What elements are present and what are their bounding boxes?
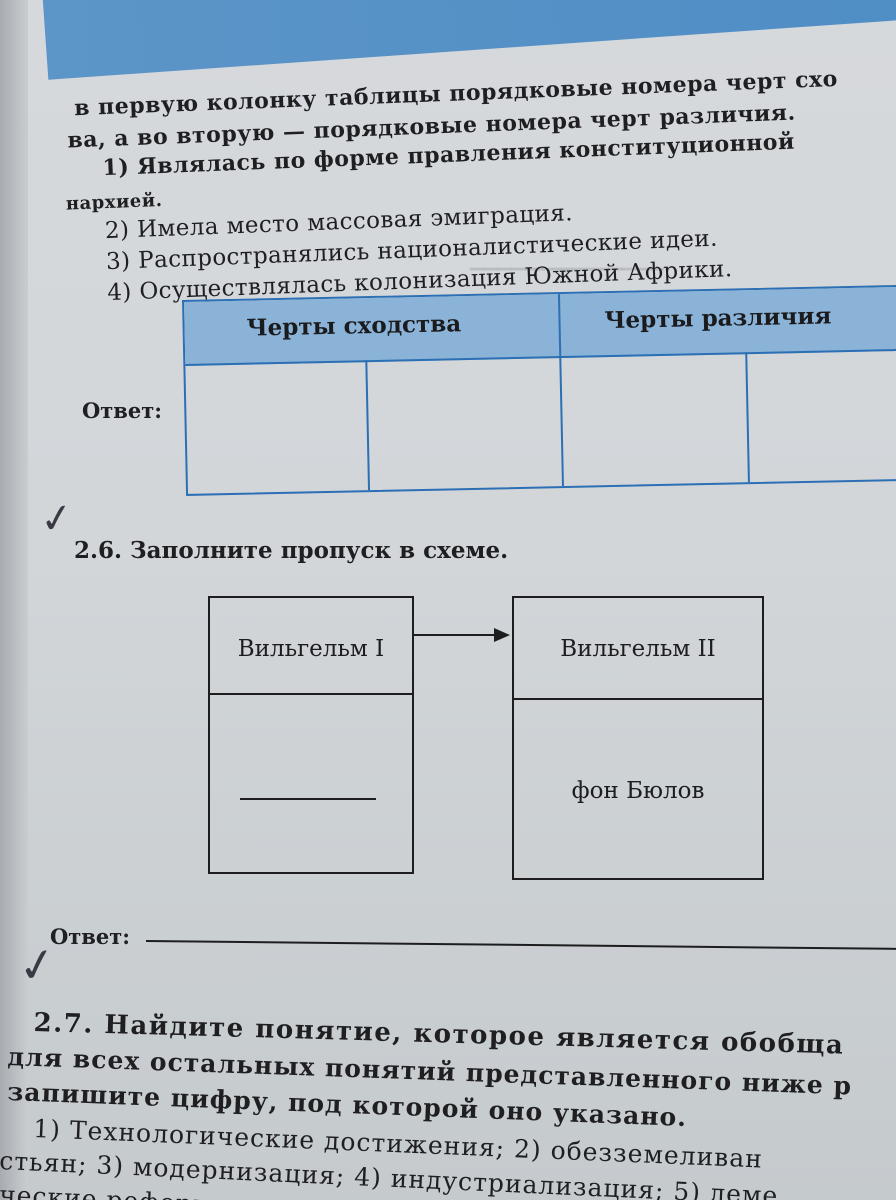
- header-similar: Черты сходства: [246, 310, 462, 342]
- box-label-left: Вильгельм I: [237, 636, 385, 662]
- header-different: Черты различия: [604, 302, 832, 335]
- answer-label: Ответ:: [82, 398, 163, 423]
- answer-cell[interactable]: [367, 358, 562, 490]
- answer-label: Ответ:: [50, 924, 131, 949]
- answer-cell[interactable]: [561, 354, 748, 486]
- box-separator: [514, 698, 762, 700]
- box-separator: [210, 693, 412, 695]
- arrow-line: [414, 634, 496, 636]
- page-gutter-shadow: [0, 0, 28, 1200]
- answer-table: Черты сходства Черты различия: [182, 284, 896, 496]
- answer-cell[interactable]: [185, 362, 368, 494]
- box-label-right-bottom: фон Бюлов: [571, 778, 705, 804]
- intro-line-3: нархией.: [65, 189, 163, 215]
- bleed-through-text: ▁▁▁▁▁▁▁▁▁▁▁▁▁▁: [470, 250, 664, 271]
- scheme-box-right: Вильгельм II фон Бюлов: [512, 596, 764, 880]
- fill-in-blank[interactable]: [240, 798, 376, 800]
- arrow-right-icon: [494, 628, 510, 642]
- box-label-right: Вильгельм II: [560, 636, 716, 662]
- task-2-6-title: 2.6. Заполните пропуск в схеме.: [74, 537, 509, 564]
- answer-cell[interactable]: [747, 350, 896, 482]
- checkmark-icon: ✓: [36, 493, 77, 545]
- scheme-box-left: Вильгельм I: [208, 596, 414, 874]
